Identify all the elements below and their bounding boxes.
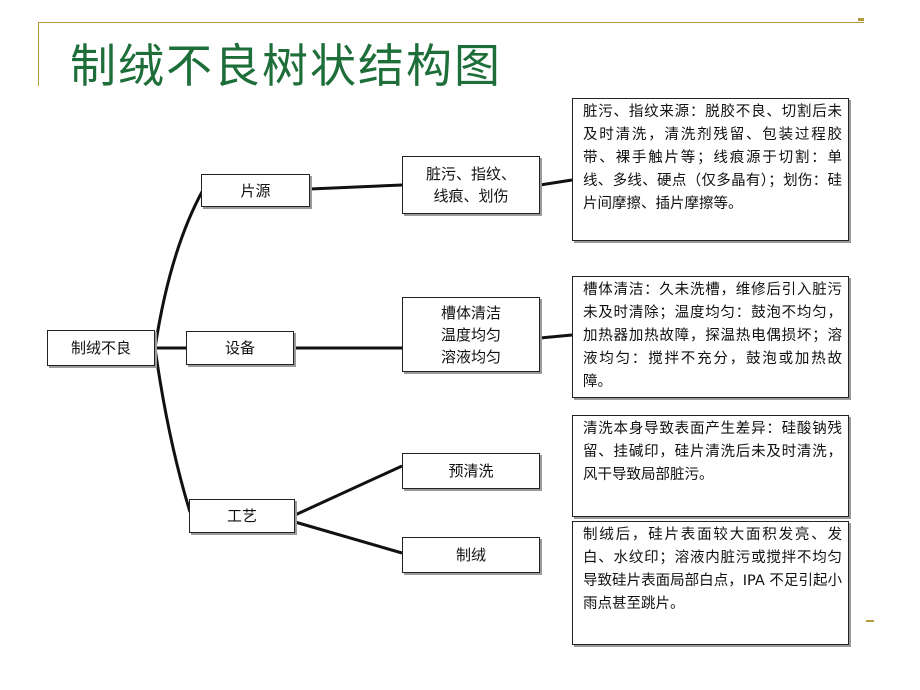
connector-process-preclean	[294, 464, 403, 517]
connector-equipment-detail	[539, 333, 573, 340]
detail-preclean: 清洗本身导致表面产生差异：硅酸钠残留、挂碱印，硅片清洗后未及时清洗，风干导致局部…	[572, 415, 849, 517]
node-process: 工艺	[189, 499, 295, 533]
node-preclean: 预清洗	[402, 453, 540, 489]
connector-root-source	[153, 189, 205, 349]
node-source-issues: 脏污、指纹、 线痕、划伤	[402, 156, 540, 214]
corner-tick	[866, 620, 874, 622]
corner-tick	[858, 18, 864, 21]
page-title: 制绒不良树状结构图	[70, 39, 502, 93]
node-texture: 制绒	[402, 537, 540, 573]
node-equipment: 设备	[186, 331, 294, 365]
node-source: 片源	[201, 174, 310, 207]
connector-source-l2	[309, 183, 403, 191]
top-rule	[38, 22, 864, 23]
connector-process-texture	[294, 520, 403, 555]
left-rule	[38, 22, 39, 86]
detail-texture: 制绒后，硅片表面较大面积发亮、发白、水纹印；溶液内脏污或搅拌不均匀导致硅片表面局…	[572, 521, 849, 645]
detail-source: 脏污、指纹来源：脱胶不良、切割后未及时清洗，清洗剂残留、包装过程胶带、裸手触片等…	[572, 98, 849, 241]
node-equipment-factors: 槽体清洁 温度均匀 溶液均匀	[402, 297, 540, 372]
connector-root-process	[153, 347, 192, 513]
connector-source-detail	[539, 178, 573, 187]
detail-equipment: 槽体清洁：久未洗槽，维修后引入脏污未及时清除；温度均匀：鼓泡不均匀，加热器加热故…	[572, 276, 849, 398]
root-node: 制绒不良	[47, 330, 155, 366]
